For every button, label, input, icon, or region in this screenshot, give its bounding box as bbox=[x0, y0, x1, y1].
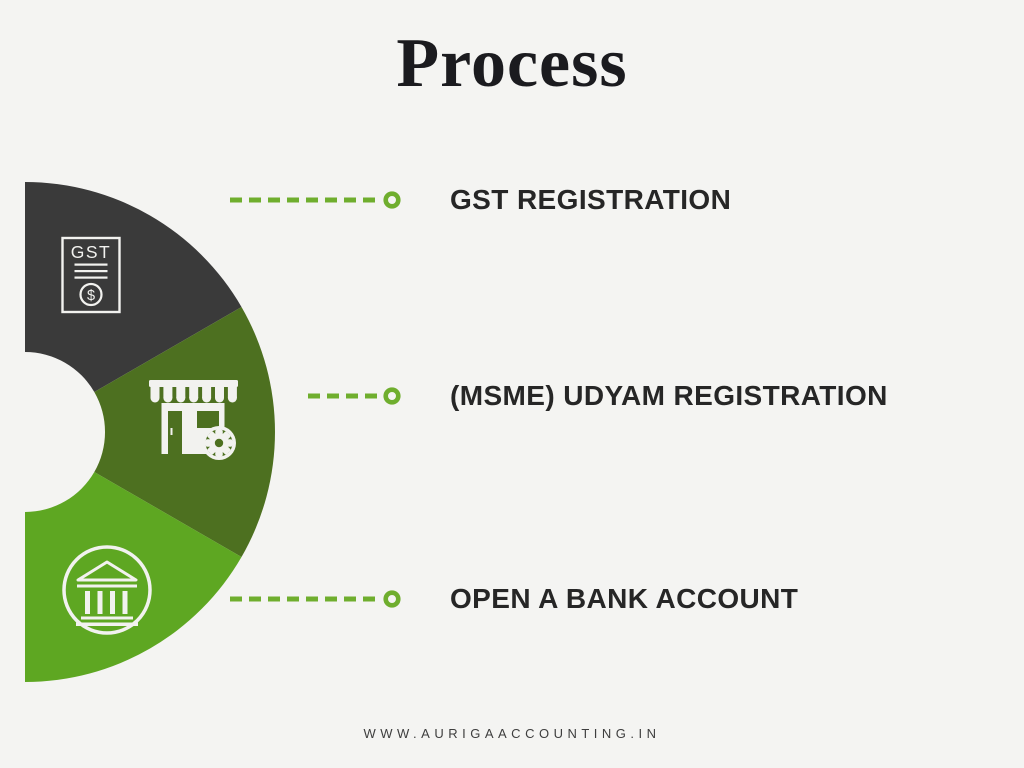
gst-icon-currency-symbol: $ bbox=[87, 288, 95, 304]
bank-building-icon bbox=[62, 545, 152, 635]
awning-stripes bbox=[150, 385, 237, 403]
website-footer: WWW.AURIGAACCOUNTING.IN bbox=[363, 726, 661, 741]
segment-gst bbox=[25, 182, 242, 392]
connector-dot-gst bbox=[383, 191, 401, 209]
connector-dot-udyam bbox=[383, 387, 401, 405]
connector-dot-bank bbox=[383, 590, 401, 608]
step-label-bank: OPEN A BANK ACCOUNT bbox=[450, 583, 799, 614]
gst-icon-heading: GST bbox=[71, 242, 111, 262]
connectors bbox=[230, 191, 401, 608]
store-window bbox=[197, 411, 219, 428]
store-door bbox=[168, 411, 182, 454]
step-label-gst: GST REGISTRATION bbox=[450, 184, 732, 215]
storefront-gear-icon bbox=[149, 380, 238, 460]
page-title: Process bbox=[396, 25, 628, 102]
gst-document-icon: GST $ bbox=[61, 236, 121, 314]
step-label-udyam: (MSME) UDYAM REGISTRATION bbox=[450, 380, 888, 411]
gear-icon bbox=[202, 426, 236, 460]
